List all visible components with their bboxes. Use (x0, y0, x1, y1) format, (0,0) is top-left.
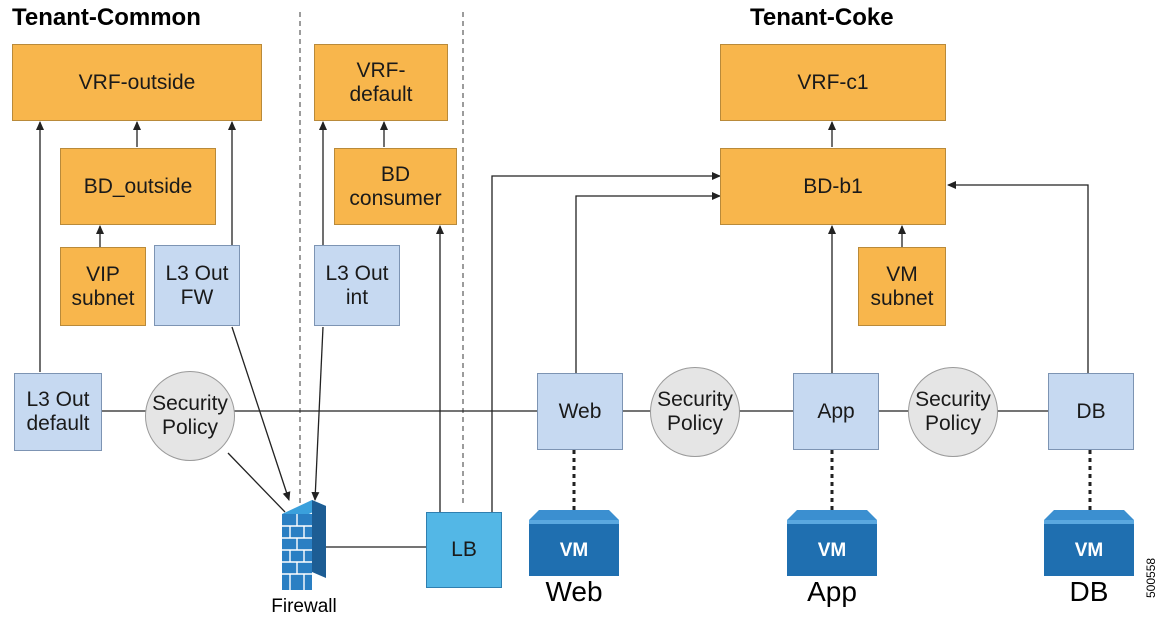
vm-icon-web: VM (529, 510, 619, 576)
figure-id: 500558 (1144, 557, 1158, 598)
vrf-outside-box: VRF-outside (12, 44, 262, 121)
security-policy-3: Security Policy (908, 367, 998, 457)
arrow-db-to-bd-b1 (947, 181, 1089, 373)
l3out-default-box: L3 Out default (14, 373, 102, 451)
vrf-default-box: VRF- default (314, 44, 448, 121)
app-epg-box: App (793, 373, 879, 450)
l3out-int-box: L3 Out int (314, 245, 400, 326)
vm-subnet-box: VM subnet (858, 247, 946, 326)
vm-caption-web: Web (545, 576, 603, 607)
arrow-web-to-bd-b1 (575, 192, 721, 373)
bd-consumer-box: BD consumer (334, 148, 457, 225)
security-policy-1: Security Policy (145, 371, 235, 461)
vm-label-app: VM (817, 540, 847, 561)
firewall-caption: Firewall (271, 596, 337, 617)
arrow-l3out-fw-to-firewall (231, 326, 291, 501)
db-epg-box: DB (1048, 373, 1134, 450)
bd-b1-box: BD-b1 (720, 148, 946, 225)
arrow-lb-to-bd-b1 (491, 172, 721, 512)
vm-label-web: VM (559, 540, 589, 561)
vm-caption-app: App (807, 576, 857, 607)
line-policy-to-firewall (227, 452, 286, 513)
vm-icon-app: VM (787, 510, 877, 576)
lb-box: LB (426, 512, 502, 588)
firewall-icon (282, 500, 326, 590)
vm-icon-db: VM (1044, 510, 1134, 576)
tenant-coke-title: Tenant-Coke (750, 4, 894, 31)
vm-caption-db: DB (1069, 576, 1109, 607)
bd-outside-box: BD_outside (60, 148, 216, 225)
vm-label-db: VM (1074, 540, 1104, 561)
vip-subnet-box: VIP subnet (60, 247, 146, 326)
web-epg-box: Web (537, 373, 623, 450)
tenant-common-title: Tenant-Common (12, 4, 201, 31)
arrow-to-firewall-right (311, 326, 324, 501)
security-policy-2: Security Policy (650, 367, 740, 457)
l3out-fw-box: L3 Out FW (154, 245, 240, 326)
vrf-c1-box: VRF-c1 (720, 44, 946, 121)
